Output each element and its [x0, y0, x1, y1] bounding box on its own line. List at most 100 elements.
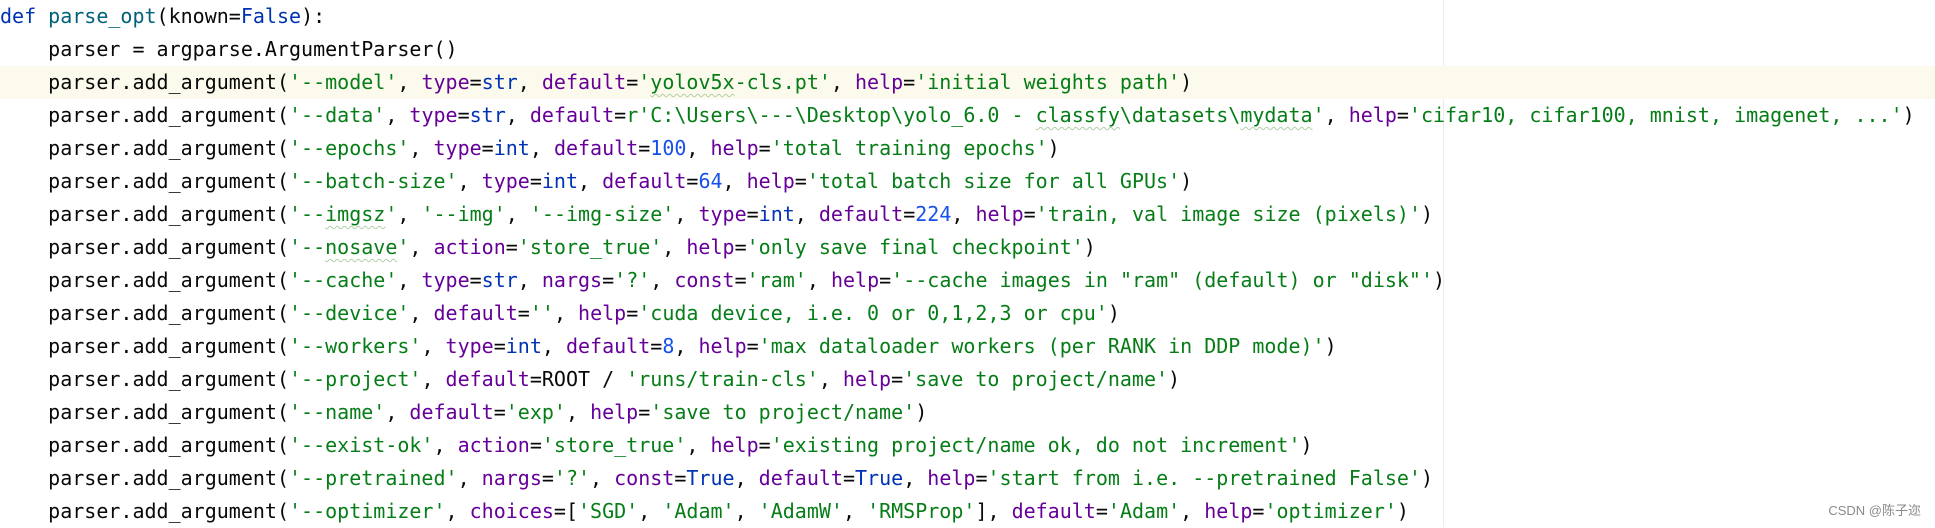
- code-token: =: [686, 169, 699, 193]
- code-token: =: [650, 334, 663, 358]
- code-token: =: [505, 235, 518, 259]
- code-token: ,: [457, 466, 482, 490]
- code-token: '--project': [288, 367, 422, 391]
- code-token: 'cuda device, i.e. 0 or 0,1,2,3 or cpu': [638, 301, 1108, 325]
- code-token: parser.add_argument(: [0, 400, 289, 424]
- code-token: parser.add_argument(: [0, 301, 289, 325]
- code-token: parser.add_argument(: [0, 367, 289, 391]
- code-token: ): [1180, 70, 1193, 94]
- code-token: ,: [650, 268, 675, 292]
- code-line[interactable]: parser.add_argument('--exist-ok', action…: [0, 429, 1935, 462]
- code-token: const: [674, 268, 735, 292]
- code-token: 'initial weights path': [915, 70, 1181, 94]
- code-token: =ROOT /: [529, 367, 627, 391]
- code-token: False: [240, 4, 302, 28]
- code-line[interactable]: parser.add_argument('--data', type=str, …: [0, 99, 1935, 132]
- code-token: =: [746, 202, 759, 226]
- code-token: =: [481, 136, 494, 160]
- code-token: ,: [553, 301, 579, 325]
- right-margin-guide: [1443, 0, 1444, 527]
- code-line[interactable]: parser.add_argument('--project', default…: [0, 363, 1935, 396]
- code-token: str: [481, 70, 518, 94]
- code-token: '--name': [288, 400, 386, 424]
- code-token: ,: [674, 202, 699, 226]
- code-token: \datasets\: [1119, 103, 1241, 127]
- code-token: ): [1433, 268, 1446, 292]
- code-token: ,: [385, 400, 410, 424]
- code-token: mydata: [1240, 103, 1313, 127]
- code-token: type: [445, 334, 494, 358]
- code-token: =: [517, 301, 530, 325]
- code-token: ],: [975, 499, 1012, 523]
- code-token: action: [457, 433, 530, 457]
- code-token: 'total batch size for all GPUs': [806, 169, 1181, 193]
- code-line[interactable]: parser.add_argument('--cache', type=str,…: [0, 264, 1935, 297]
- code-line[interactable]: parser.add_argument('--model', type=str,…: [0, 66, 1935, 99]
- code-token: type: [421, 268, 470, 292]
- code-token: -cls.pt': [734, 70, 831, 94]
- code-token: help: [1204, 499, 1253, 523]
- code-line[interactable]: parser.add_argument('--imgsz', '--img', …: [0, 198, 1935, 231]
- code-token: =: [975, 466, 988, 490]
- code-token: help: [590, 400, 639, 424]
- code-token: ,: [674, 334, 699, 358]
- code-line[interactable]: parser.add_argument('--nosave', action='…: [0, 231, 1935, 264]
- code-token: help: [578, 301, 627, 325]
- code-line[interactable]: parser.add_argument('--pretrained', narg…: [0, 462, 1935, 495]
- code-line[interactable]: def parse_opt(known=False):: [0, 0, 1935, 33]
- code-token: type: [433, 136, 482, 160]
- code-line[interactable]: parser.add_argument('--workers', type=in…: [0, 330, 1935, 363]
- code-token: ):: [301, 4, 326, 28]
- code-token: nargs: [541, 268, 603, 292]
- code-token: 'only save final checkpoint': [746, 235, 1084, 259]
- code-token: ): [1168, 367, 1181, 391]
- code-token: =: [469, 70, 482, 94]
- code-token: parser.add_argument(: [0, 202, 289, 226]
- code-token: ,: [409, 301, 434, 325]
- code-token: ,: [505, 103, 530, 127]
- code-token: =: [626, 70, 639, 94]
- code-token: int: [758, 202, 795, 226]
- code-token: action: [433, 235, 506, 259]
- code-token: ,: [1180, 499, 1205, 523]
- code-token: 'SGD': [578, 499, 639, 523]
- code-token: '--epochs': [288, 136, 410, 160]
- code-token: r'C:\Users\---\Desktop\yolo_6.0 -: [626, 103, 1036, 127]
- code-token: '--optimizer': [288, 499, 446, 523]
- code-token: ,: [638, 499, 663, 523]
- code-line[interactable]: parser.add_argument('--optimizer', choic…: [0, 495, 1935, 528]
- code-token: parser.add_argument(: [0, 268, 289, 292]
- code-token: 'runs/train-cls': [626, 367, 819, 391]
- code-token: ,: [433, 433, 458, 457]
- code-token: =: [758, 136, 771, 160]
- code-token: help: [686, 235, 735, 259]
- code-token: =: [602, 268, 615, 292]
- code-token: '--pretrained': [288, 466, 458, 490]
- code-token: True: [686, 466, 735, 490]
- code-token: ,: [421, 367, 446, 391]
- code-token: =: [529, 169, 542, 193]
- code-token: 64: [698, 169, 723, 193]
- code-line[interactable]: parser.add_argument('--name', default='e…: [0, 396, 1935, 429]
- code-token: '--cache images in "ram" (default) or "d…: [891, 268, 1434, 292]
- code-token: ,: [409, 235, 434, 259]
- code-token: =: [626, 301, 639, 325]
- code-token: help: [710, 433, 759, 457]
- code-token: parser.add_argument(: [0, 433, 289, 457]
- code-line[interactable]: parser.add_argument('--device', default=…: [0, 297, 1935, 330]
- code-token: =: [457, 103, 470, 127]
- code-token: ,: [505, 202, 530, 226]
- code-token: ): [1107, 301, 1120, 325]
- code-token: =: [638, 136, 651, 160]
- code-line[interactable]: parser.add_argument('--epochs', type=int…: [0, 132, 1935, 165]
- code-line[interactable]: parser.add_argument('--batch-size', type…: [0, 165, 1935, 198]
- code-token: 'cifar10, cifar100, mnist, imagenet, ...…: [1408, 103, 1903, 127]
- code-token: default: [445, 367, 530, 391]
- code-line[interactable]: parser = argparse.ArgumentParser(): [0, 33, 1935, 66]
- code-token: parser.add_argument(: [0, 334, 289, 358]
- code-token: ,: [529, 136, 554, 160]
- code-token: ): [1300, 433, 1313, 457]
- code-token: =: [614, 103, 627, 127]
